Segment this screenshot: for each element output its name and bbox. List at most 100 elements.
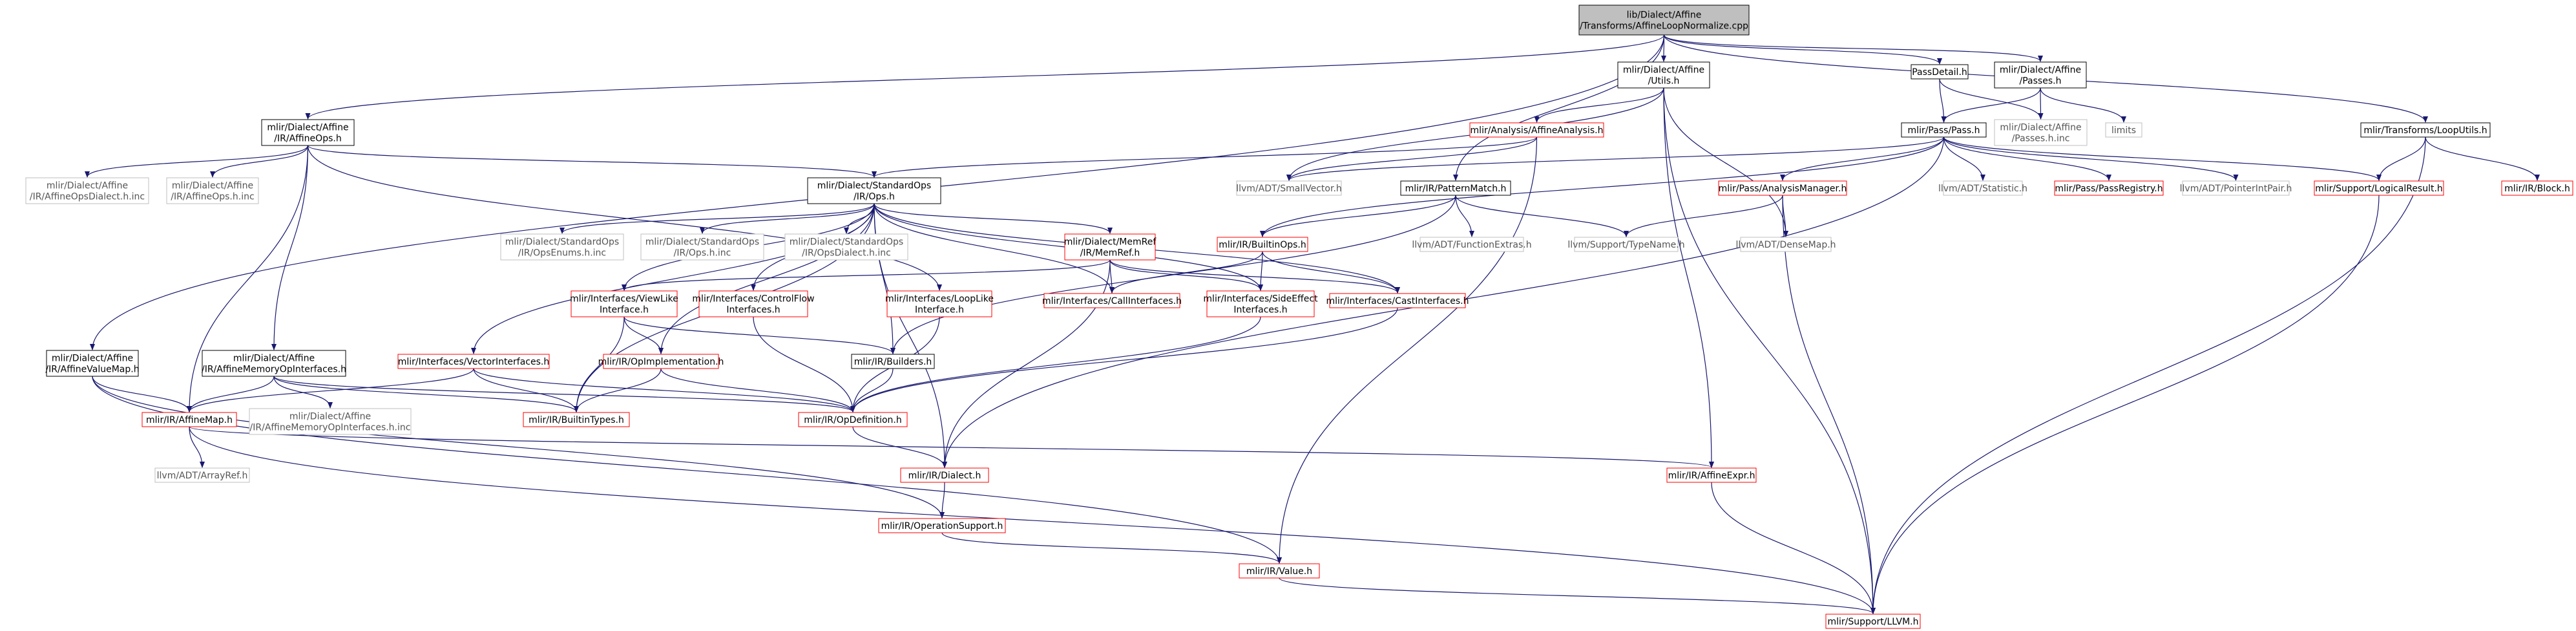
- node-box: [1329, 293, 1466, 308]
- node-layer: lib/Dialect/Affine/Transforms/AffineLoop…: [25, 5, 2573, 629]
- node-pass[interactable]: mlir/Pass/Pass.h: [1901, 122, 1987, 138]
- edge-builders-to-opdefinition: [850, 368, 894, 412]
- node-value[interactable]: mlir/IR/Value.h: [1239, 563, 1320, 579]
- edge-affine_utils-to-support_llvm: [1663, 87, 1876, 614]
- node-memref[interactable]: mlir/Dialect/MemRef/IR/MemRef.h: [1064, 233, 1157, 261]
- node-label: mlir/IR/Builders.h: [854, 357, 932, 367]
- node-vectorif[interactable]: mlir/Interfaces/VectorInterfaces.h: [397, 354, 550, 369]
- node-label: Interface.h: [600, 305, 649, 316]
- node-functionextras[interactable]: llvm/ADT/FunctionExtras.h: [1412, 237, 1532, 252]
- node-affmemop_inc[interactable]: mlir/Dialect/Affine/IR/AffineMemoryOpInt…: [249, 408, 412, 435]
- node-box: [1206, 290, 1315, 317]
- node-affine_utils[interactable]: mlir/Dialect/Affine/Utils.h: [1617, 61, 1710, 89]
- node-box: [25, 177, 149, 204]
- node-box: [1469, 122, 1604, 138]
- node-affmemopif[interactable]: mlir/Dialect/Affine/IR/AffineMemoryOpInt…: [202, 350, 346, 377]
- node-box: [798, 412, 908, 427]
- node-box: [2182, 180, 2290, 196]
- node-box: [46, 350, 139, 377]
- node-std_ops[interactable]: mlir/Dialect/StandardOps/IR/Ops.h: [807, 177, 941, 204]
- node-block[interactable]: mlir/IR/Block.h: [2501, 180, 2573, 196]
- node-label: mlir/Interfaces/SideEffect: [1203, 294, 1318, 305]
- node-castif[interactable]: mlir/Interfaces/CastInterfaces.h: [1326, 293, 1469, 308]
- node-label: mlir/Interfaces/ViewLike: [570, 294, 678, 305]
- edge-builtinops-to-callif: [1109, 251, 1263, 294]
- node-box: [2054, 180, 2164, 196]
- node-affineops[interactable]: mlir/Dialect/Affine/IR/AffineOps.h: [261, 119, 355, 146]
- node-opsupport[interactable]: mlir/IR/OperationSupport.h: [878, 518, 1006, 533]
- node-affinemap[interactable]: mlir/IR/AffineMap.h: [141, 412, 237, 427]
- edge-layer: [85, 34, 2540, 614]
- node-label: Interfaces.h: [1233, 305, 1287, 316]
- edge-affine_passes-to-pass: [1941, 87, 2041, 123]
- node-box: [2105, 122, 2142, 138]
- node-box: [1064, 233, 1156, 261]
- node-label: /IR/OpsDialect.h.inc: [802, 248, 891, 259]
- edge-analysismgr-to-support_llvm: [1782, 195, 1876, 614]
- node-opimpl[interactable]: mlir/IR/OpImplementation.h: [598, 354, 724, 369]
- node-statistic[interactable]: llvm/ADT/Statistic.h: [1938, 180, 2027, 196]
- node-builtinops[interactable]: mlir/IR/BuiltinOps.h: [1217, 237, 1308, 252]
- edge-affinevaluemap-to-opsupport: [92, 376, 945, 519]
- node-label: mlir/Interfaces/ControlFlow: [692, 294, 814, 305]
- node-box: [640, 233, 764, 261]
- node-passdetail[interactable]: PassDetail.h: [1911, 64, 1969, 80]
- edge-std_ops-to-memref: [874, 203, 1113, 234]
- edge-pass-to-passregistry: [1943, 136, 2111, 181]
- node-box: [249, 408, 412, 435]
- node-pointerintpair[interactable]: llvm/ADT/PointerIntPair.h: [2180, 180, 2292, 196]
- node-passes_inc[interactable]: mlir/Dialect/Affine/Passes.h.inc: [1994, 119, 2088, 146]
- node-box: [500, 233, 624, 261]
- node-smallvector[interactable]: llvm/ADT/SmallVector.h: [1236, 180, 1342, 196]
- node-std_dialect_inc[interactable]: mlir/Dialect/StandardOps/IR/OpsDialect.h…: [784, 233, 908, 261]
- edge-root-to-passdetail: [1663, 34, 1942, 65]
- node-root[interactable]: lib/Dialect/Affine/Transforms/AffineLoop…: [1578, 5, 1750, 36]
- node-box: [1718, 180, 1847, 196]
- node-analysismgr[interactable]: mlir/Pass/AnalysisManager.h: [1718, 180, 1847, 196]
- edge-affine_analysis-to-smallvector: [1286, 136, 1538, 181]
- node-arrayref[interactable]: llvm/ADT/ArrayRef.h: [154, 467, 250, 483]
- node-affineexpr[interactable]: mlir/IR/AffineExpr.h: [1666, 467, 1757, 483]
- node-passregistry[interactable]: mlir/Pass/PassRegistry.h: [2054, 180, 2164, 196]
- node-affine_passes[interactable]: mlir/Dialect/Affine/Passes.h: [1994, 61, 2087, 89]
- node-label: mlir/Interfaces/CallInterfaces.h: [1042, 296, 1182, 306]
- edge-pass-to-statistic: [1943, 136, 1985, 181]
- node-opdefinition[interactable]: mlir/IR/OpDefinition.h: [798, 412, 908, 427]
- node-label: /IR/OpsEnums.h.inc: [518, 248, 606, 259]
- edge-value-to-support_llvm: [1279, 577, 1876, 614]
- node-builders[interactable]: mlir/IR/Builders.h: [851, 354, 935, 369]
- node-label: llvm/ADT/Statistic.h: [1938, 184, 2027, 194]
- edge-logicalresult-to-support_llvm: [1870, 195, 2380, 614]
- node-builtintypes[interactable]: mlir/IR/BuiltinTypes.h: [523, 412, 630, 427]
- node-looputils[interactable]: mlir/Transforms/LoopUtils.h: [2360, 122, 2491, 138]
- node-label: /IR/Ops.h: [853, 192, 895, 202]
- node-label: /IR/AffineOps.h.inc: [171, 192, 254, 202]
- node-affine_analysis[interactable]: mlir/Analysis/AffineAnalysis.h: [1469, 122, 1604, 138]
- node-std_enums_inc[interactable]: mlir/Dialect/StandardOps/IR/OpsEnums.h.i…: [500, 233, 624, 261]
- node-label: llvm/ADT/SmallVector.h: [1236, 184, 1342, 194]
- node-densemap[interactable]: llvm/ADT/DenseMap.h: [1735, 237, 1836, 252]
- node-affinevaluemap[interactable]: mlir/Dialect/Affine/IR/AffineValueMap.h: [45, 350, 140, 377]
- node-box: [154, 467, 250, 483]
- node-label: mlir/Interfaces/CastInterfaces.h: [1326, 296, 1469, 306]
- edge-affmemopif-to-builtintypes: [273, 376, 579, 412]
- node-std_ops_inc[interactable]: mlir/Dialect/StandardOps/IR/Ops.h.inc: [640, 233, 764, 261]
- node-label: mlir/IR/BuiltinOps.h: [1219, 240, 1306, 250]
- node-aff_ops_inc[interactable]: mlir/Dialect/Affine/IR/AffineOps.h.inc: [166, 177, 259, 204]
- node-dialect[interactable]: mlir/IR/Dialect.h: [900, 467, 989, 483]
- node-label: mlir/Interfaces/LoopLike: [885, 294, 994, 305]
- node-callif[interactable]: mlir/Interfaces/CallInterfaces.h: [1042, 293, 1182, 308]
- node-logicalresult[interactable]: mlir/Support/LogicalResult.h: [2314, 180, 2444, 196]
- node-limits[interactable]: limits: [2105, 122, 2142, 138]
- node-label: mlir/IR/PatternMatch.h: [1405, 184, 1507, 194]
- node-typename[interactable]: llvm/Support/TypeName.h: [1567, 237, 1685, 252]
- node-patternmatch[interactable]: mlir/IR/PatternMatch.h: [1400, 180, 1511, 196]
- node-aff_dialect_inc[interactable]: mlir/Dialect/Affine/IR/AffineOpsDialect.…: [25, 177, 149, 204]
- node-box: [1994, 119, 2088, 146]
- node-box: [1400, 180, 1511, 196]
- node-support_llvm[interactable]: mlir/Support/LLVM.h: [1825, 614, 1921, 629]
